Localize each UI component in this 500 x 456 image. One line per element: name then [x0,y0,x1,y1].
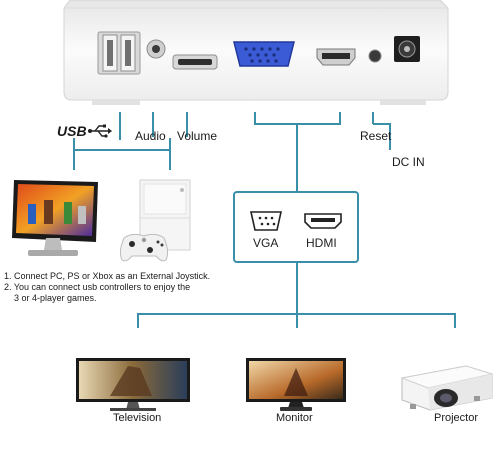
volume-slot [172,54,218,70]
usb-usage-notes: 1. Connect PC, PS or Xbox as an External… [4,271,210,304]
projector-label: Projector [434,412,479,424]
hdmi-output-icon [304,213,342,229]
monitor-label: Monitor [276,412,313,424]
reset-label: Reset [360,129,392,143]
xbox-console-image [139,179,191,251]
usb-label: USB [57,123,87,139]
vga-output-icon [250,211,282,231]
monitor-image [246,358,346,411]
reset-button [368,49,382,63]
note-line-2: 2. You can connect usb controllers to en… [4,282,191,292]
usb-symbol-icon [88,124,112,138]
television-label: Television [113,412,162,424]
hdmi-output-label: HDMI [306,236,337,250]
note-line-3: 3 or 4-player games. [14,293,97,303]
dc-in-label: DC IN [392,155,425,169]
note-line-1: 1. Connect PC, PS or Xbox as an External… [4,271,211,281]
hdmi-port [316,48,356,66]
volume-label: Volume [177,129,218,143]
usb-port [97,31,141,75]
game-controller-image [119,233,169,262]
projector-image [400,365,494,411]
audio-label: Audio [135,129,166,143]
dc-in-jack [394,36,420,62]
audio-jack [146,39,166,59]
vga-port [233,41,295,67]
vga-output-label: VGA [253,236,279,250]
television-image [76,358,190,411]
pc-monitor-image [12,180,98,256]
